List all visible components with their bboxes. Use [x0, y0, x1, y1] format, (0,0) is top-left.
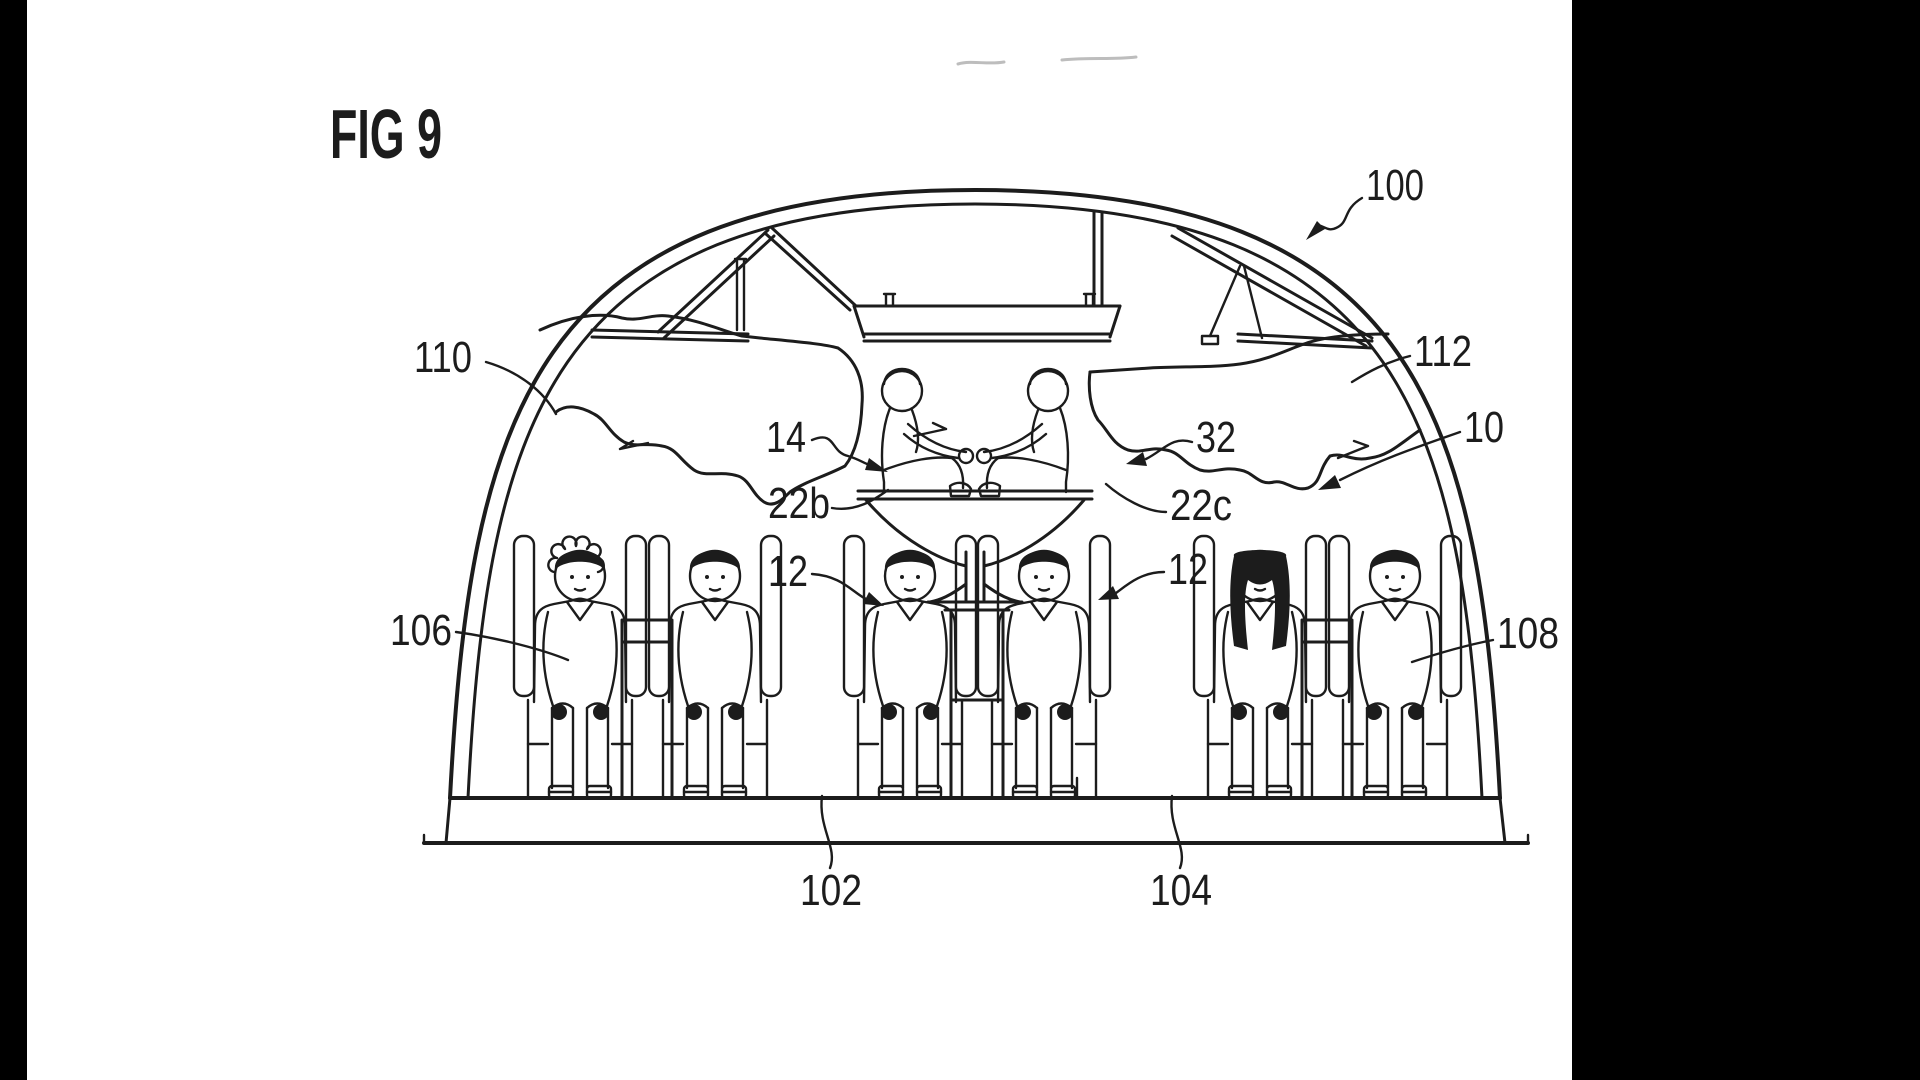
passenger-5-long-hair — [1230, 550, 1290, 650]
cabin-floor — [422, 776, 1530, 845]
drawing-sheet — [27, 0, 1572, 1080]
figure-title: FIG 9 — [330, 95, 442, 173]
label-106-left-seat-group: 106 — [390, 606, 452, 655]
label-104-floor-right: 104 — [1150, 866, 1212, 915]
label-22b-platform-left: 22b — [768, 479, 830, 528]
right-curtain — [1087, 332, 1422, 491]
passenger-1-curly-hair — [547, 535, 605, 574]
left-flow-arrow — [618, 439, 650, 451]
label-32-upper-seat-right: 32 — [1196, 413, 1236, 462]
scan-smudges — [956, 55, 1138, 66]
label-102-floor-left: 102 — [800, 866, 862, 915]
right-flow-arrow — [1336, 439, 1370, 460]
label-108-right-seat-group: 108 — [1497, 609, 1559, 658]
label-12-lower-seat-left: 12 — [768, 547, 808, 596]
seat-consoles — [620, 618, 1354, 799]
leader-lines — [454, 196, 1495, 870]
label-12-lower-seat-right: 12 — [1168, 545, 1208, 594]
label-112-right-region: 112 — [1414, 327, 1472, 376]
label-10-cabin: 10 — [1464, 403, 1504, 452]
label-22c-platform-right: 22c — [1170, 481, 1232, 530]
fuselage-dome — [444, 188, 1507, 845]
center-flow-arrow — [912, 421, 948, 438]
leader-arrowheads — [863, 221, 1341, 606]
label-100-aircraft: 100 — [1366, 161, 1424, 210]
label-110-left-region: 110 — [414, 333, 472, 382]
overhead-truss — [590, 210, 1374, 350]
label-14-upper-seat-left: 14 — [766, 413, 806, 462]
